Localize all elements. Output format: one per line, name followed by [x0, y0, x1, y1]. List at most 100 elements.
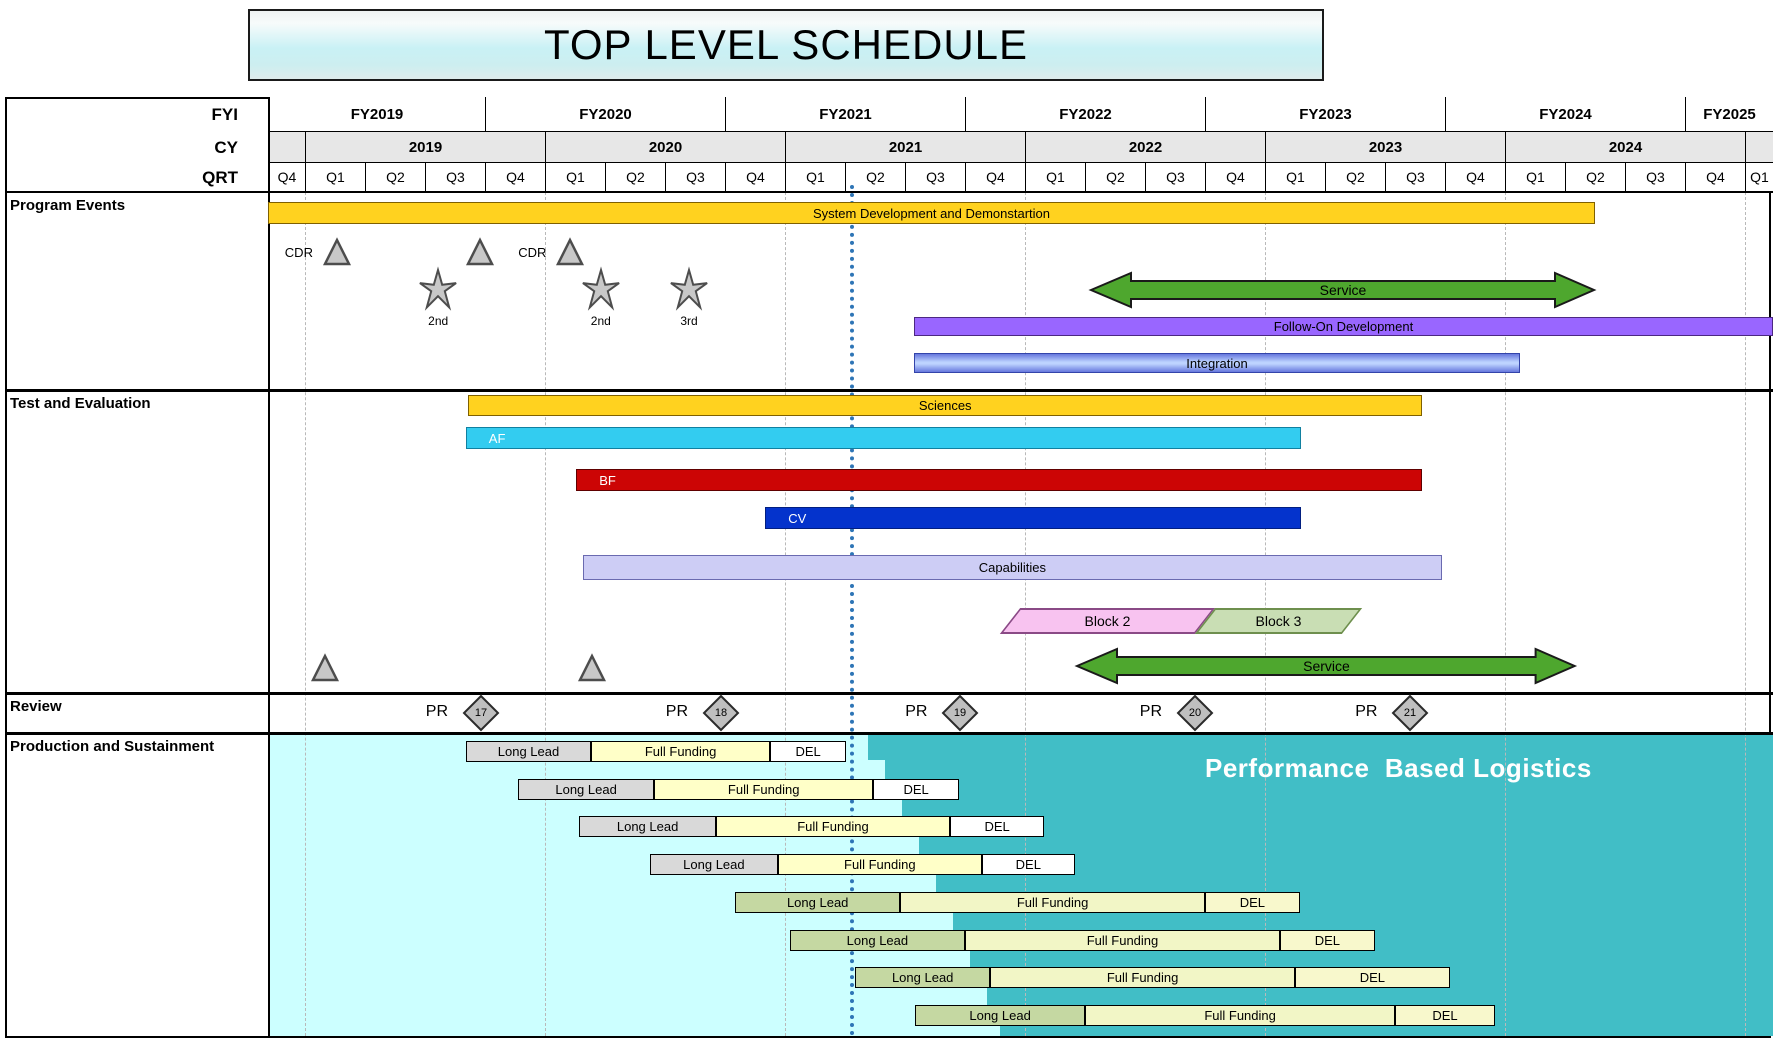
- section-label-production-and-sustainment: Production and Sustainment: [10, 738, 215, 755]
- quarter-cell: Q3: [905, 163, 965, 192]
- production-segment-long-lead: Long Lead: [518, 779, 655, 800]
- title-banner: TOP LEVEL SCHEDULE: [248, 9, 1324, 81]
- quarter-cell: Q3: [665, 163, 725, 192]
- production-segment-long-lead: Long Lead: [789, 930, 965, 951]
- band-divider: [5, 692, 1773, 695]
- production-teal-background: [868, 733, 1773, 760]
- page-title: TOP LEVEL SCHEDULE: [543, 21, 1029, 68]
- milestone-label: CDR: [284, 245, 313, 260]
- quarter-cell: Q1: [1025, 163, 1085, 192]
- bar-capabilities: Capabilities: [582, 555, 1442, 580]
- header-divider: [5, 191, 1773, 193]
- milestone-star: [670, 266, 708, 311]
- quarter-cell: Q3: [1385, 163, 1445, 192]
- milestone-triangle: [577, 653, 606, 682]
- review-pr-label: PR: [1139, 703, 1163, 720]
- production-segment-del: DEL: [770, 741, 847, 762]
- production-segment-full-funding: Full Funding: [965, 930, 1280, 951]
- production-teal-background: [1000, 1024, 1773, 1036]
- milestone-label: 2nd: [428, 314, 449, 328]
- quarter-cell: Q3: [1145, 163, 1205, 192]
- production-teal-background: [885, 760, 1773, 798]
- production-segment-long-lead: Long Lead: [735, 892, 901, 913]
- fiscal-year-cell: FY2019: [268, 97, 485, 132]
- section-label-program-events: Program Events: [10, 197, 126, 214]
- fiscal-year-cell: FY2024: [1445, 97, 1685, 132]
- milestone-triangle: [310, 653, 339, 682]
- milestone-label: CDR: [518, 245, 547, 260]
- quarter-cell: Q1: [545, 163, 605, 192]
- production-segment-long-lead: Long Lead: [855, 967, 991, 988]
- bar-follow-on-development: Follow-On Development: [914, 317, 1773, 336]
- calendar-year-cell: 2020: [545, 132, 785, 163]
- fiscal-year-cell: FY2021: [725, 97, 965, 132]
- quarter-cell: Q1: [1265, 163, 1325, 192]
- calendar-year-cell: [268, 132, 305, 163]
- bar-service: [1074, 647, 1578, 685]
- milestone-triangle: [322, 237, 351, 266]
- quarter-cell: Q1: [1745, 163, 1773, 192]
- band-divider: [5, 732, 1773, 735]
- bar-label: Block 3: [1255, 613, 1302, 629]
- quarter-cell: Q1: [1505, 163, 1565, 192]
- label-column-divider: [268, 97, 270, 1036]
- quarter-cell: Q2: [1325, 163, 1385, 192]
- production-segment-del: DEL: [981, 854, 1075, 875]
- section-label-test-and-evaluation: Test and Evaluation: [10, 395, 151, 412]
- review-number: 18: [714, 707, 727, 719]
- calendar-year-cell: 2022: [1025, 132, 1265, 163]
- calendar-year-cell: 2023: [1265, 132, 1505, 163]
- production-segment-full-funding: Full Funding: [990, 967, 1295, 988]
- today-line: [850, 185, 855, 1036]
- quarter-cell: Q2: [1565, 163, 1625, 192]
- review-pr-label: PR: [1355, 703, 1378, 720]
- review-number: 17: [474, 707, 487, 719]
- performance-based-logistics-label: Performance Based Logistics: [1205, 753, 1592, 783]
- production-segment-full-funding: Full Funding: [654, 779, 874, 800]
- bar-integration: Integration: [914, 353, 1520, 373]
- bar-label: Block 2: [1084, 613, 1131, 629]
- header-row-label: CY: [214, 137, 238, 157]
- production-segment-long-lead: Long Lead: [579, 816, 716, 837]
- bar-label-service: Service: [1319, 282, 1367, 298]
- quarter-cell: Q4: [1205, 163, 1265, 192]
- review-number: 20: [1188, 707, 1201, 719]
- production-teal-background: [902, 798, 1773, 835]
- year-gridline: [1745, 192, 1746, 1036]
- production-segment-del: DEL: [1395, 1005, 1495, 1026]
- review-number: 19: [954, 707, 967, 719]
- fiscal-year-cell: FY2022: [965, 97, 1205, 132]
- quarter-cell: Q1: [785, 163, 845, 192]
- milestone-star: [582, 266, 620, 311]
- milestone-triangle: [556, 237, 585, 266]
- calendar-year-cell: 2019: [305, 132, 545, 163]
- quarter-cell: Q2: [1085, 163, 1145, 192]
- quarter-cell: Q3: [425, 163, 485, 192]
- bar-label-service: Service: [1303, 658, 1350, 674]
- milestone-label: 2nd: [590, 314, 611, 328]
- year-gridline: [305, 192, 306, 1036]
- review-pr-label: PR: [425, 703, 449, 720]
- fiscal-year-cell: FY2020: [485, 97, 725, 132]
- bar-af: AF: [465, 427, 1301, 449]
- quarter-cell: Q3: [1625, 163, 1685, 192]
- year-gridline: [1505, 192, 1506, 1036]
- production-segment-del: DEL: [873, 779, 959, 800]
- quarter-cell: Q2: [365, 163, 425, 192]
- milestone-label: 3rd: [680, 314, 698, 328]
- milestone-star: [419, 266, 457, 311]
- production-segment-full-funding: Full Funding: [900, 892, 1205, 913]
- production-segment-full-funding: Full Funding: [1085, 1005, 1396, 1026]
- review-pr-label: PR: [665, 703, 689, 720]
- bar-cv: CV: [765, 507, 1301, 529]
- calendar-year-cell: 2021: [785, 132, 1025, 163]
- production-segment-del: DEL: [950, 816, 1045, 837]
- production-segment-del: DEL: [1280, 930, 1375, 951]
- milestone-triangle: [466, 237, 495, 266]
- bar-system-development-and-demonstartion: System Development and Demonstartion: [268, 202, 1595, 224]
- quarter-cell: Q2: [605, 163, 665, 192]
- calendar-year-cell: [1745, 132, 1773, 163]
- quarter-cell: Q4: [485, 163, 545, 192]
- quarter-cell: Q4: [268, 163, 305, 192]
